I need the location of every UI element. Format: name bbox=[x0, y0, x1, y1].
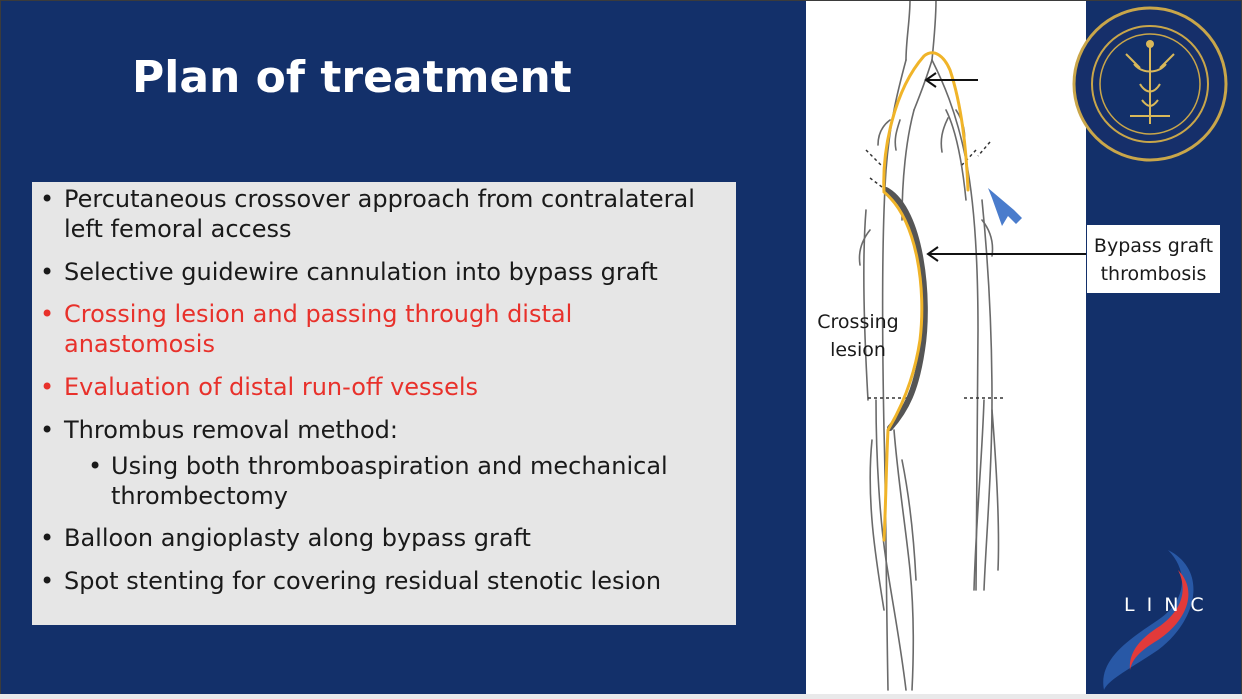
bottom-strip bbox=[0, 694, 1242, 699]
bullet-dot: • bbox=[40, 185, 55, 213]
bullet-dot: • bbox=[40, 416, 55, 444]
bullet-dot: • bbox=[88, 452, 103, 480]
slide-title: Plan of treatment bbox=[132, 52, 572, 103]
callout-line: Bypass graft bbox=[1093, 235, 1214, 257]
crossing-lesion-label: lesion bbox=[830, 339, 886, 361]
linc-logo bbox=[1098, 540, 1218, 690]
bullet-text-line: Percutaneous crossover approach from con… bbox=[64, 185, 695, 213]
bullet-text-line: left femoral access bbox=[64, 215, 292, 243]
bullet-text-line: Using both thromboaspiration and mechani… bbox=[111, 452, 668, 480]
bullet-text-line: Balloon angioplasty along bypass graft bbox=[64, 524, 531, 552]
linc-logo-text: LINC bbox=[1124, 594, 1216, 616]
vascular-diagram-drawing bbox=[858, 0, 1086, 691]
crossing-lesion-label: Crossing bbox=[817, 311, 899, 333]
vascular-diagram bbox=[806, 0, 1086, 694]
department-seal-logo bbox=[1070, 4, 1230, 164]
bullet-list-box: • Percutaneous crossover approach from c… bbox=[32, 182, 736, 625]
bullet-text-line: Evaluation of distal run-off vessels bbox=[64, 373, 478, 401]
bullet-text-line: Spot stenting for covering residual sten… bbox=[64, 567, 662, 595]
bullet-dot: • bbox=[40, 373, 55, 401]
callout-bypass-graft-thrombosis: Bypass graft thrombosis bbox=[1087, 225, 1220, 293]
bullet-text-line: Crossing lesion and passing through dist… bbox=[64, 300, 573, 328]
bullet-text-line: Selective guidewire cannulation into byp… bbox=[64, 258, 658, 286]
bullet-text-line: Thrombus removal method: bbox=[64, 416, 398, 444]
bullet-dot: • bbox=[40, 524, 55, 552]
bullet-dot: • bbox=[40, 567, 55, 595]
bullet-dot: • bbox=[40, 258, 55, 286]
bullet-dot: • bbox=[40, 300, 55, 328]
bullet-text-line: thrombectomy bbox=[111, 482, 288, 510]
callout-line: thrombosis bbox=[1100, 263, 1207, 285]
bullet-text-line: anastomosis bbox=[64, 330, 215, 358]
